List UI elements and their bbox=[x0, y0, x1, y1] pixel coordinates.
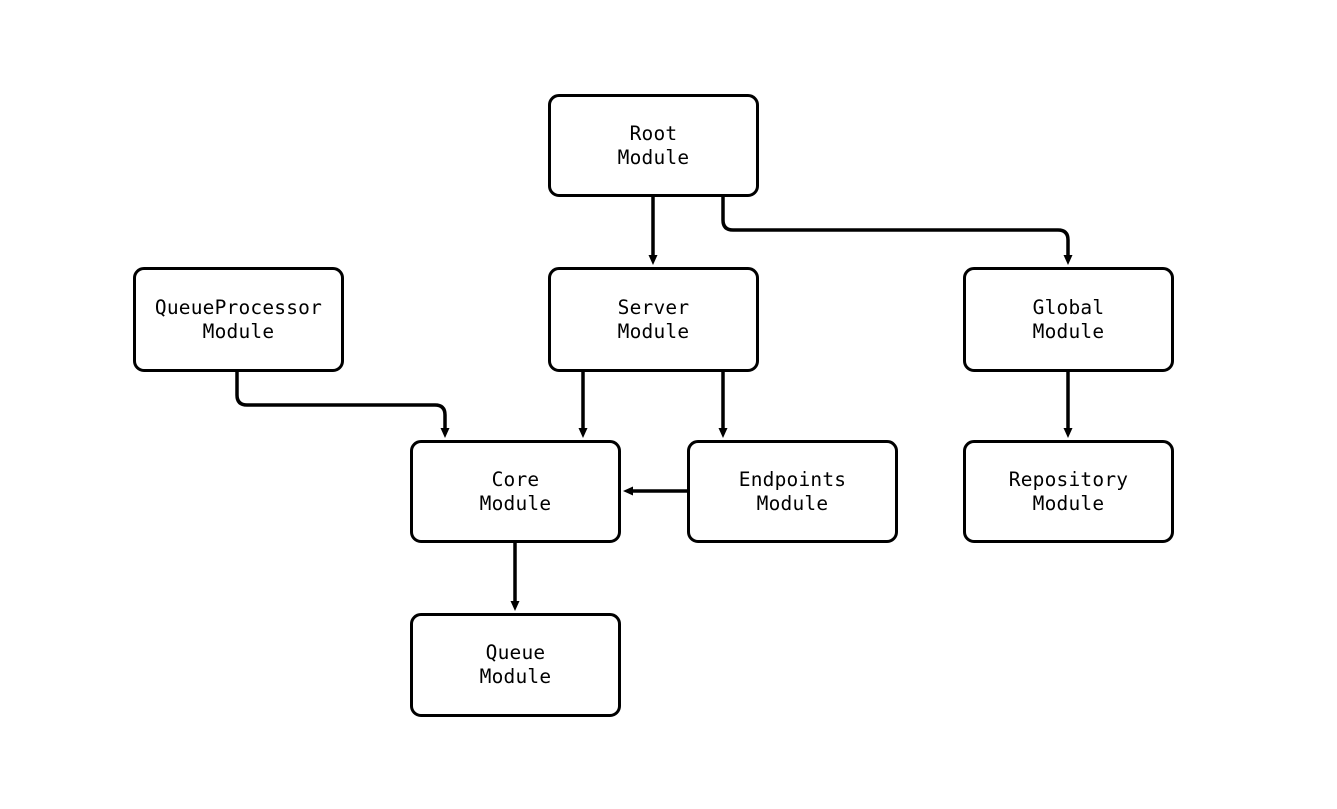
node-label-suffix: Module bbox=[756, 491, 829, 515]
edge-root-to-global bbox=[721, 197, 1073, 265]
node-label-suffix: Module bbox=[479, 491, 552, 515]
node-label-name: Core bbox=[491, 467, 540, 491]
node-label-suffix: Module bbox=[1032, 319, 1105, 343]
node-label-name: Queue bbox=[485, 641, 546, 665]
node-label-suffix: Module bbox=[617, 319, 690, 343]
node-label-suffix: Module bbox=[617, 145, 690, 169]
node-label-name: Global bbox=[1032, 295, 1105, 319]
node-label-suffix: Module bbox=[202, 319, 275, 343]
node-label-name: QueueProcessor bbox=[154, 295, 323, 319]
node-label-name: Server bbox=[617, 295, 690, 319]
node-label-name: Repository bbox=[1008, 467, 1129, 491]
node-label-suffix: Module bbox=[1032, 491, 1105, 515]
node-label-suffix: Module bbox=[479, 665, 552, 688]
node-label-name: Root bbox=[629, 121, 678, 145]
node-label-name: Endpoints bbox=[738, 467, 847, 491]
edge-queueprocessor-to-core bbox=[235, 372, 450, 438]
